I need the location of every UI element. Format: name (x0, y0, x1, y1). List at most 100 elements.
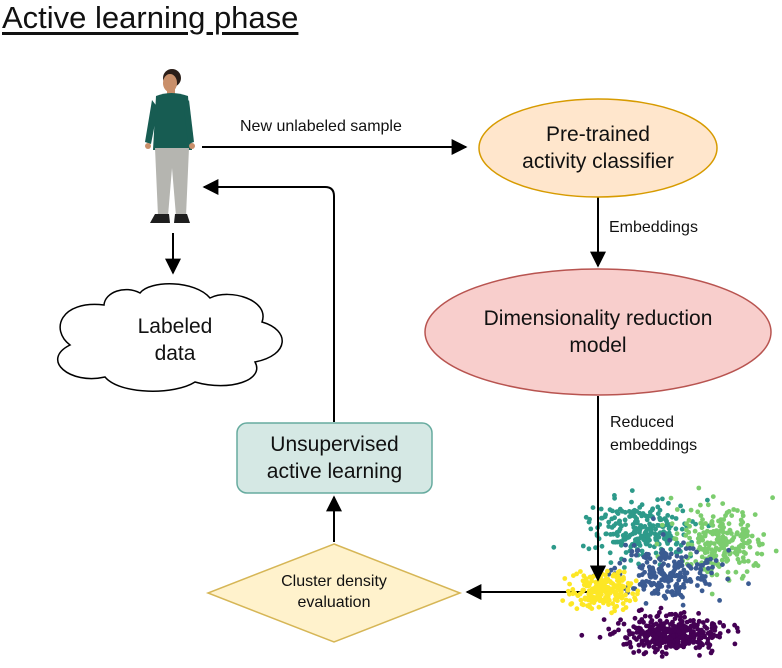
scatter-point (590, 505, 596, 510)
scatter-point (704, 557, 710, 563)
scatter-point (696, 611, 701, 616)
scatter-point (632, 615, 638, 621)
scatter-point (727, 527, 733, 533)
scatter-point (631, 586, 636, 591)
scatter-point (672, 562, 678, 568)
scatter-point (681, 582, 686, 587)
scatter-point (580, 602, 586, 608)
scatter-point (646, 513, 651, 519)
edge-label-embeddings: Embeddings (609, 219, 698, 236)
scatter-point (733, 569, 739, 575)
scatter-point (609, 516, 615, 522)
scatter-point (740, 510, 745, 515)
scatter-point (674, 531, 680, 537)
unsupervised-line2: active learning (266, 460, 403, 483)
scatter-point (642, 613, 648, 619)
scatter-point (629, 552, 634, 558)
scatter-point (597, 598, 603, 604)
scatter-point (651, 581, 656, 586)
scatter-point (735, 508, 740, 513)
scatter-point (678, 503, 683, 509)
scatter-point (579, 632, 585, 638)
scatter-point (708, 650, 714, 656)
scatter-point (729, 513, 735, 518)
scatter-point (702, 634, 707, 640)
scatter-point (600, 515, 605, 521)
scatter-point (709, 622, 715, 628)
scatter-point (752, 512, 758, 517)
scatter-point (664, 619, 669, 625)
scatter-point (615, 576, 621, 582)
scatter-point (623, 542, 628, 548)
scatter-point (699, 588, 705, 594)
scatter-point (589, 606, 595, 611)
scatter-point (655, 647, 660, 653)
scatter-point (679, 526, 685, 532)
scatter-point (639, 502, 645, 508)
scatter-point (674, 643, 680, 648)
scatter-point (636, 648, 642, 654)
scatter-point (633, 597, 638, 603)
scatter-point (727, 539, 732, 545)
scatter-point (681, 638, 686, 643)
scatter-point (607, 550, 613, 556)
scatter-point (638, 626, 643, 632)
scatter-point (672, 536, 678, 542)
scatter-point (639, 513, 645, 519)
scatter-point (686, 517, 692, 523)
scatter-point (733, 549, 738, 555)
scatter-point (621, 569, 627, 575)
scatter-point (653, 550, 659, 556)
cluster-density-line2: evaluation (297, 594, 371, 611)
scatter-point (749, 533, 755, 539)
scatter-point (661, 561, 666, 567)
scatter-point (684, 521, 689, 527)
scatter-point (596, 604, 602, 610)
scatter-point (634, 630, 640, 635)
scatter-point (698, 502, 703, 508)
scatter-point (759, 551, 765, 557)
scatter-point (682, 614, 687, 620)
scatter-point (621, 576, 626, 582)
scatter-point (652, 575, 658, 580)
scatter-point (668, 551, 674, 557)
scatter-point (614, 591, 619, 597)
scatter-point (610, 586, 616, 591)
scatter-point (716, 531, 721, 537)
scatter-point (642, 633, 647, 638)
unsupervised-node-label: Unsupervised active learning (237, 423, 432, 493)
scatter-point (634, 548, 640, 554)
scatter-point (702, 567, 707, 572)
scatter-point (681, 567, 687, 573)
scatter-point (700, 517, 705, 522)
scatter-point (676, 547, 682, 552)
scatter-point (620, 594, 626, 599)
scatter-point (662, 633, 668, 638)
scatter-point (663, 595, 669, 601)
scatter-point (608, 567, 614, 573)
scatter-point (604, 598, 610, 604)
scatter-point (714, 528, 719, 533)
scatter-point (717, 598, 722, 603)
scatter-point (648, 529, 654, 534)
scatter-point (636, 573, 642, 578)
scatter-point (653, 535, 658, 541)
scatter-point (652, 559, 658, 565)
scatter-point (685, 634, 690, 640)
scatter-point (703, 541, 708, 547)
scatter-point (698, 629, 704, 634)
scatter-point (709, 570, 714, 576)
scatter-point (724, 510, 730, 516)
scatter-point (647, 614, 653, 619)
scatter-point (674, 581, 680, 587)
scatter-point (578, 597, 584, 603)
scatter-point (603, 512, 608, 518)
scatter-point (642, 530, 648, 536)
scatter-point (710, 564, 715, 570)
scatter-point (660, 496, 665, 502)
scatter-point (710, 514, 716, 519)
scatter-point (567, 581, 572, 587)
scatter-point (678, 614, 683, 620)
scatter-point (615, 621, 621, 626)
scatter-point (618, 617, 623, 623)
